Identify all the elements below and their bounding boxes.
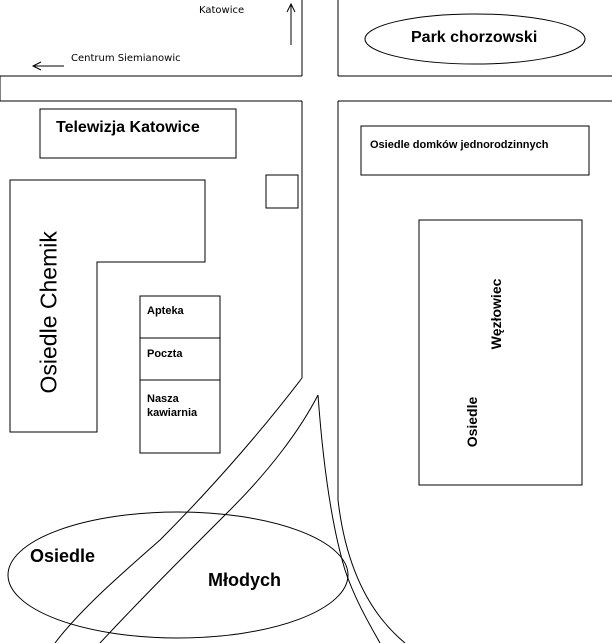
shops-block bbox=[139, 295, 221, 454]
vertical-road bbox=[301, 0, 339, 500]
park-ellipse bbox=[364, 13, 586, 65]
mlodych-ellipse bbox=[7, 511, 349, 639]
apteka-label: Apteka bbox=[147, 305, 184, 317]
wezlowiec-building bbox=[418, 219, 583, 486]
tv-building bbox=[39, 108, 237, 159]
direction-west-label: Centrum Siemianowic bbox=[71, 53, 181, 64]
mlodych-label-2: Młodych bbox=[208, 570, 282, 590]
mlodych-label-1: Osiedle bbox=[30, 546, 96, 566]
poczta-label: Poczta bbox=[147, 348, 183, 360]
kawiarnia-label: Nasza kawiarnia bbox=[147, 393, 198, 419]
road-southwest-inner bbox=[99, 394, 319, 643]
horizontal-road bbox=[0, 75, 612, 102]
road-southeast bbox=[317, 394, 381, 643]
houses-label: Osiedle domków jednorodzinnych bbox=[370, 139, 549, 151]
tv-label: Telewizja Katowice bbox=[56, 119, 200, 136]
arrow-west-icon bbox=[31, 61, 64, 71]
road-southeast-outer bbox=[337, 499, 406, 643]
chemik-building bbox=[9, 179, 206, 433]
arrow-north-icon bbox=[286, 2, 296, 45]
houses-area bbox=[360, 125, 590, 176]
wezlowiec-label-1: Osiedle bbox=[464, 396, 480, 448]
wezlowiec-label-2: Węzłowiec bbox=[488, 278, 504, 350]
road-southwest bbox=[54, 377, 303, 643]
chemik-label: Osiedle Chemik bbox=[35, 231, 62, 394]
park-label: Park chorzowski bbox=[411, 29, 538, 46]
direction-north-label: Katowice bbox=[199, 5, 245, 16]
small-building bbox=[265, 174, 299, 209]
